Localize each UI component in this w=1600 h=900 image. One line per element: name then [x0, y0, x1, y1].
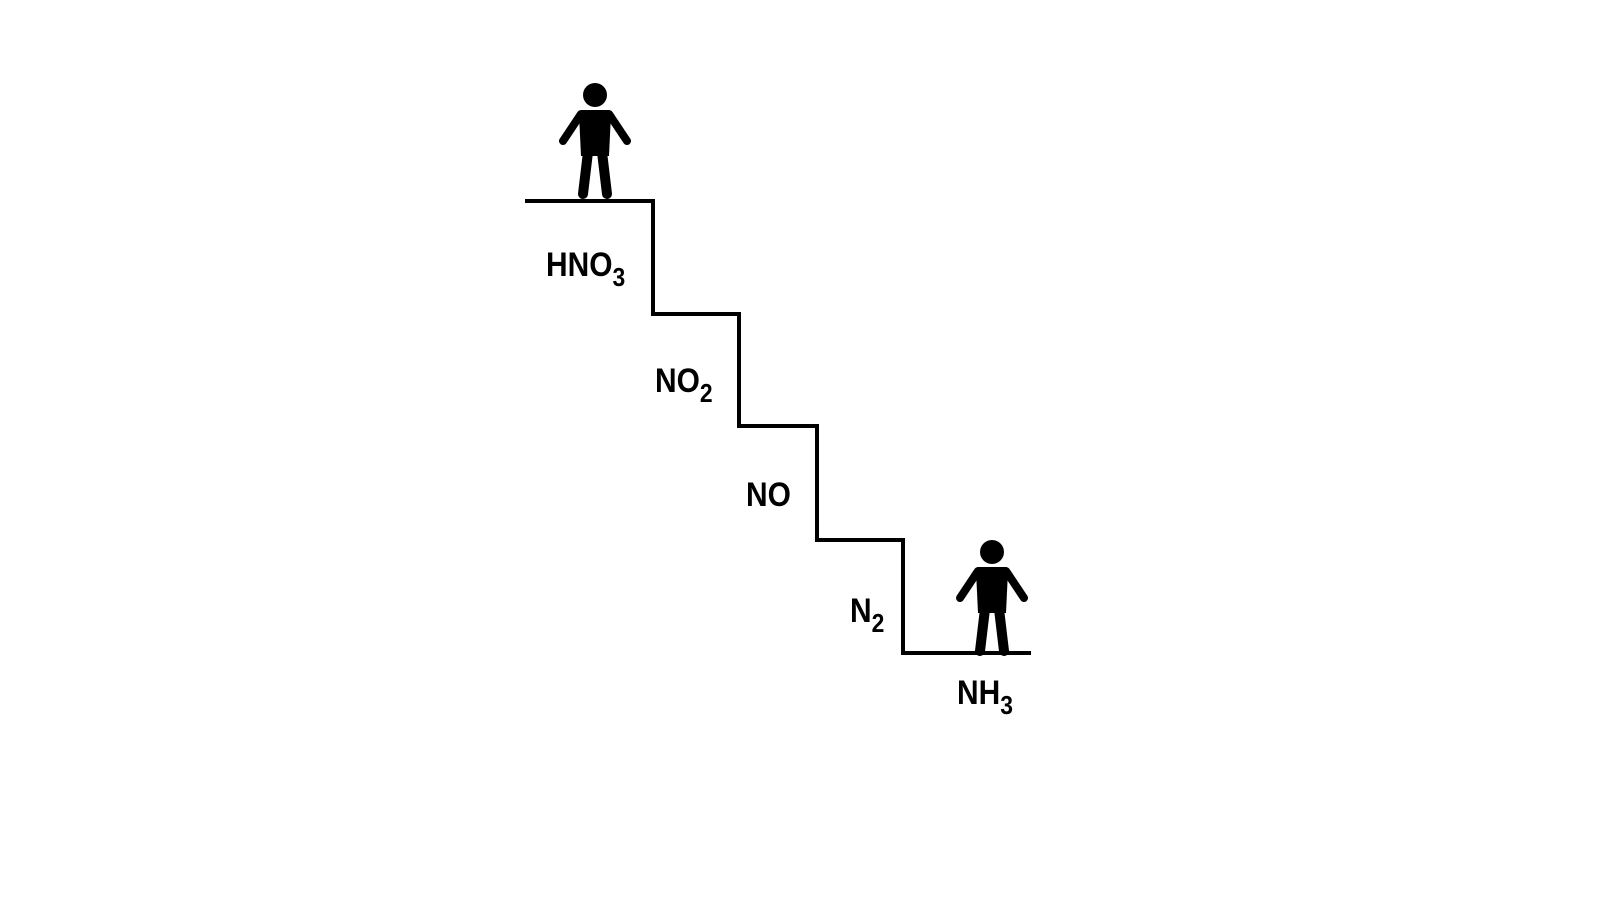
person-icon [559, 83, 631, 199]
person-icon [956, 540, 1028, 656]
label-n2-base: N [850, 592, 872, 630]
label-hno3-sub: 3 [612, 262, 626, 292]
label-hno3: HNO3 [546, 246, 625, 290]
label-no2: NO2 [655, 362, 713, 406]
label-no2-sub: 2 [699, 378, 713, 408]
label-nh3-sub: 3 [1000, 690, 1013, 720]
label-no2-base: NO [655, 362, 700, 400]
label-nh3: NH3 [957, 674, 1013, 718]
label-hno3-base: HNO [546, 246, 613, 284]
label-no-base: NO [746, 476, 791, 514]
label-n2: N2 [850, 592, 884, 636]
label-n2-sub: 2 [871, 608, 885, 638]
label-nh3-base: NH [957, 674, 1001, 712]
label-no: NO [746, 478, 791, 512]
staircase-line [525, 199, 1031, 655]
